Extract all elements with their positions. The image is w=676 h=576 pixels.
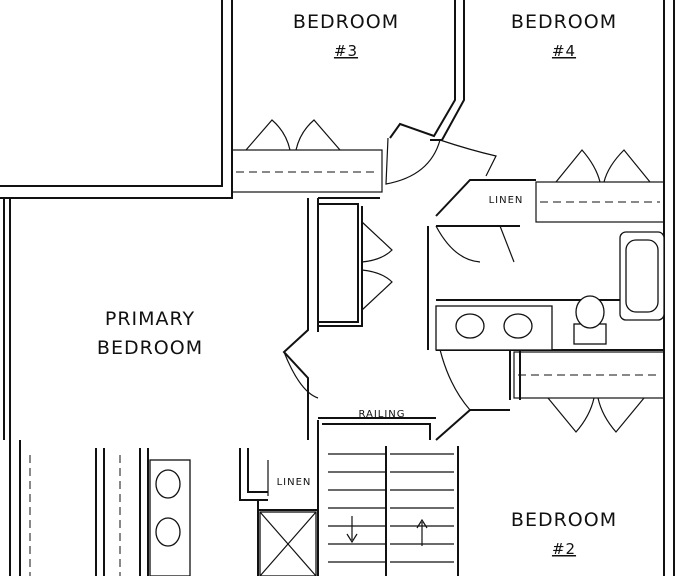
primary-bedroom-title-line1: PRIMARY	[105, 308, 195, 330]
bedroom-3-title: BEDROOM	[293, 11, 399, 33]
bedroom-2-title: BEDROOM	[511, 509, 617, 531]
bedroom-3-number: #3	[334, 42, 358, 60]
bedroom-2-number: #2	[552, 540, 576, 558]
linen-closet-label-upper: LINEN	[489, 195, 524, 206]
fixtures	[149, 231, 665, 576]
primary-bedroom-title-line2: BEDROOM	[97, 337, 203, 359]
bedroom-4-number: #4	[552, 42, 576, 60]
railing-label: RAILING	[358, 409, 405, 420]
linen-closet-label-lower: LINEN	[277, 477, 312, 488]
stairs	[328, 453, 454, 563]
doors	[245, 119, 651, 496]
bedroom-4-title: BEDROOM	[511, 11, 617, 33]
